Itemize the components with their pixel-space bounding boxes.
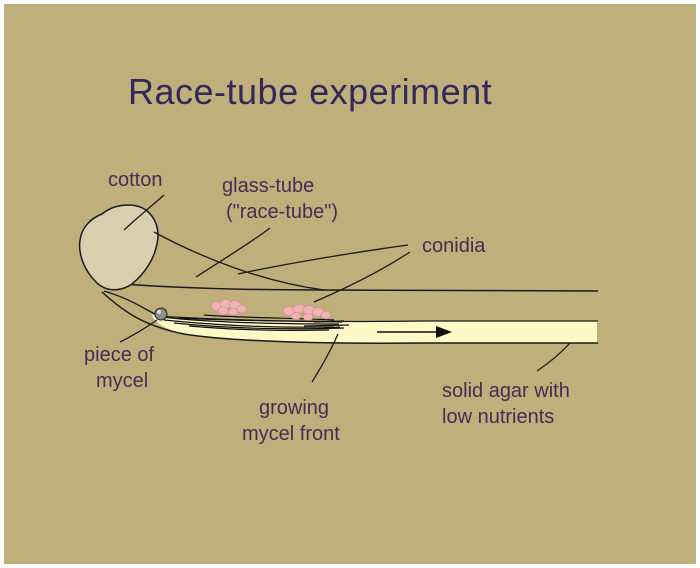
conidia-leader-1 — [237, 244, 409, 275]
growing-front-label-line2: mycel front — [242, 423, 340, 445]
tube-neck-upper — [153, 231, 325, 291]
glass-tube-label-line1: glass-tube — [222, 175, 314, 197]
conidia-label: conidia — [422, 235, 486, 257]
piece-of-mycel-label-line1: piece of — [84, 344, 154, 366]
piece-of-mycel-label-line2: mycel — [96, 370, 148, 392]
glass-tube-bottom-wall — [101, 291, 598, 344]
tube-bend-inner — [103, 290, 160, 317]
mycel-growth — [161, 314, 350, 331]
agar-label-line1: solid agar with — [442, 380, 570, 402]
glass-tube-leader — [195, 227, 271, 278]
piece-of-mycel-leader — [119, 319, 158, 343]
growing-front-leader — [311, 333, 339, 383]
mycel-ball — [154, 307, 168, 321]
cotton-leader — [123, 194, 165, 231]
agar-label-line2: low nutrients — [442, 406, 554, 428]
growth-arrow-icon — [377, 326, 452, 338]
diagram-panel: Race-tube experiment — [4, 4, 696, 564]
growing-front-label-line1: growing — [259, 397, 329, 419]
cotton-label: cotton — [108, 169, 162, 191]
conidia-clusters — [210, 299, 332, 321]
solid-agar — [152, 315, 597, 343]
race-tube-diagram: Race-tube experiment — [78, 71, 599, 445]
glass-tube-label-line2: ("race-tube") — [226, 201, 338, 223]
diagram-title: Race-tube experiment — [128, 71, 492, 112]
agar-leader — [536, 342, 571, 372]
mycel-ball-highlight — [157, 310, 161, 314]
conidia-leader-2 — [313, 251, 411, 303]
leader-lines — [119, 194, 571, 383]
cotton-plug — [78, 204, 159, 291]
